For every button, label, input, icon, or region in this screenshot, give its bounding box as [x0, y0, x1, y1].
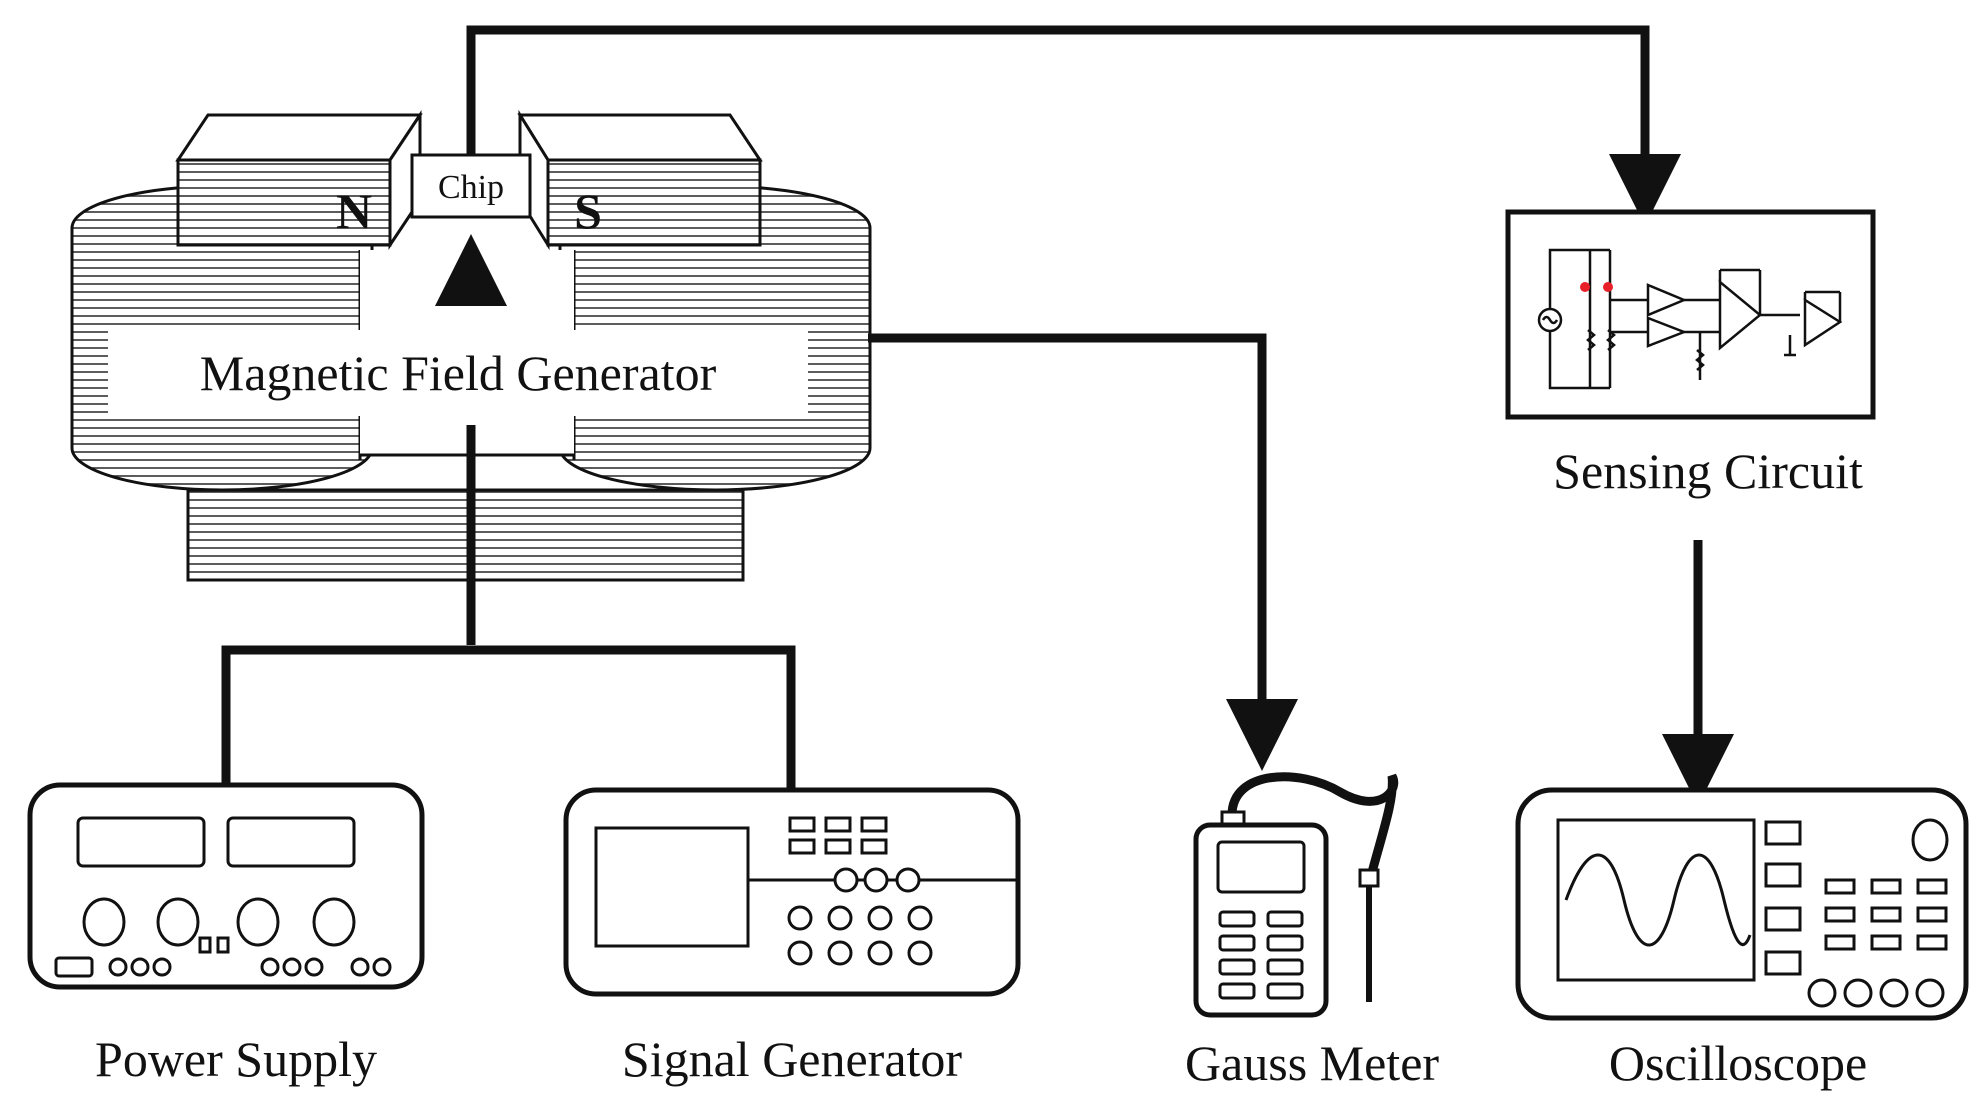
connections [221, 25, 1734, 806]
chip-label: Chip [438, 169, 504, 206]
gauss-meter-icon [1193, 772, 1399, 1018]
north-pole-label: N [336, 183, 372, 239]
signal-generator-icon [563, 787, 1021, 997]
power-supply-wire [221, 645, 796, 790]
sensing-circuit-box [1505, 209, 1876, 420]
sensing-circuit: Sensing Circuit [1505, 209, 1876, 499]
power-supply-icon [27, 782, 425, 990]
sensor-marker [1580, 282, 1590, 292]
south-pole-label: S [574, 183, 602, 239]
yoke-base [186, 488, 745, 582]
probe-cable [1227, 772, 1399, 882]
magnetic-field-generator: Magnetic Field Generator N S Chip [70, 109, 872, 582]
south-pole-magnet: S [517, 109, 763, 251]
gauss-meter-label: Gauss Meter [1185, 1035, 1439, 1091]
signal-generator-label: Signal Generator [622, 1031, 963, 1087]
waveform [1564, 853, 1752, 947]
oscilloscope-label: Oscilloscope [1609, 1035, 1867, 1091]
north-pole-magnet: N [175, 110, 423, 250]
power-supply-label: Power Supply [95, 1031, 377, 1087]
chip: Chip [410, 153, 532, 219]
sensing-circuit-label: Sensing Circuit [1553, 443, 1863, 499]
chip-to-sensing-circuit-wire [466, 25, 1681, 226]
oscilloscope-icon [1515, 787, 1969, 1021]
sensor-marker [1603, 282, 1613, 292]
magnetic-field-generator-label: Magnetic Field Generator [200, 345, 717, 401]
circuit-schematic-icon [1537, 248, 1843, 390]
generator-to-gauss-meter-wire [868, 333, 1298, 771]
generator-label-band [108, 330, 808, 416]
